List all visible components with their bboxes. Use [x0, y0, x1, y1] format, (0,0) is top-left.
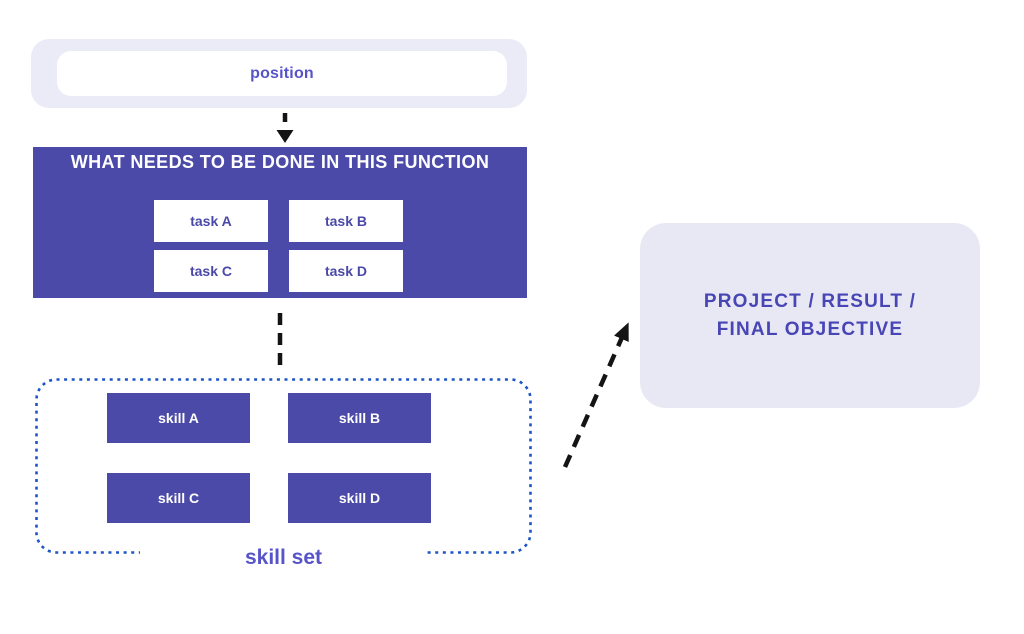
skill-card: skill A [107, 393, 250, 443]
task-card: task A [154, 200, 268, 242]
position-box: position [57, 51, 507, 96]
dashed-connector-line [277, 313, 283, 367]
position-label: position [250, 64, 314, 82]
task-card: task D [289, 250, 403, 292]
task-card: task C [154, 250, 268, 292]
skill-card: skill C [107, 473, 250, 523]
objective-box: PROJECT / RESULT / FINAL OBJECTIVE [640, 223, 980, 408]
task-card: task B [289, 200, 403, 242]
skill-card: skill B [288, 393, 431, 443]
skill-set-container: skill A skill B skill C skill D [35, 378, 532, 558]
down-arrow-icon [276, 113, 294, 143]
function-box: WHAT NEEDS TO BE DONE IN THIS FUNCTION t… [33, 147, 527, 298]
skill-grid: skill A skill B skill C skill D [107, 393, 431, 523]
position-capsule: position [31, 39, 527, 108]
function-box-title: WHAT NEEDS TO BE DONE IN THIS FUNCTION [70, 152, 490, 172]
diagonal-arrow-icon [562, 322, 630, 468]
objective-text-line1: PROJECT / RESULT / [703, 290, 917, 312]
border-gap-mask [140, 546, 423, 558]
skill-card: skill D [288, 473, 431, 523]
task-grid: task A task B task C task D [154, 200, 403, 292]
skill-set-label: skill set [244, 546, 323, 569]
objective-text-line2: FINAL OBJECTIVE [716, 318, 904, 340]
